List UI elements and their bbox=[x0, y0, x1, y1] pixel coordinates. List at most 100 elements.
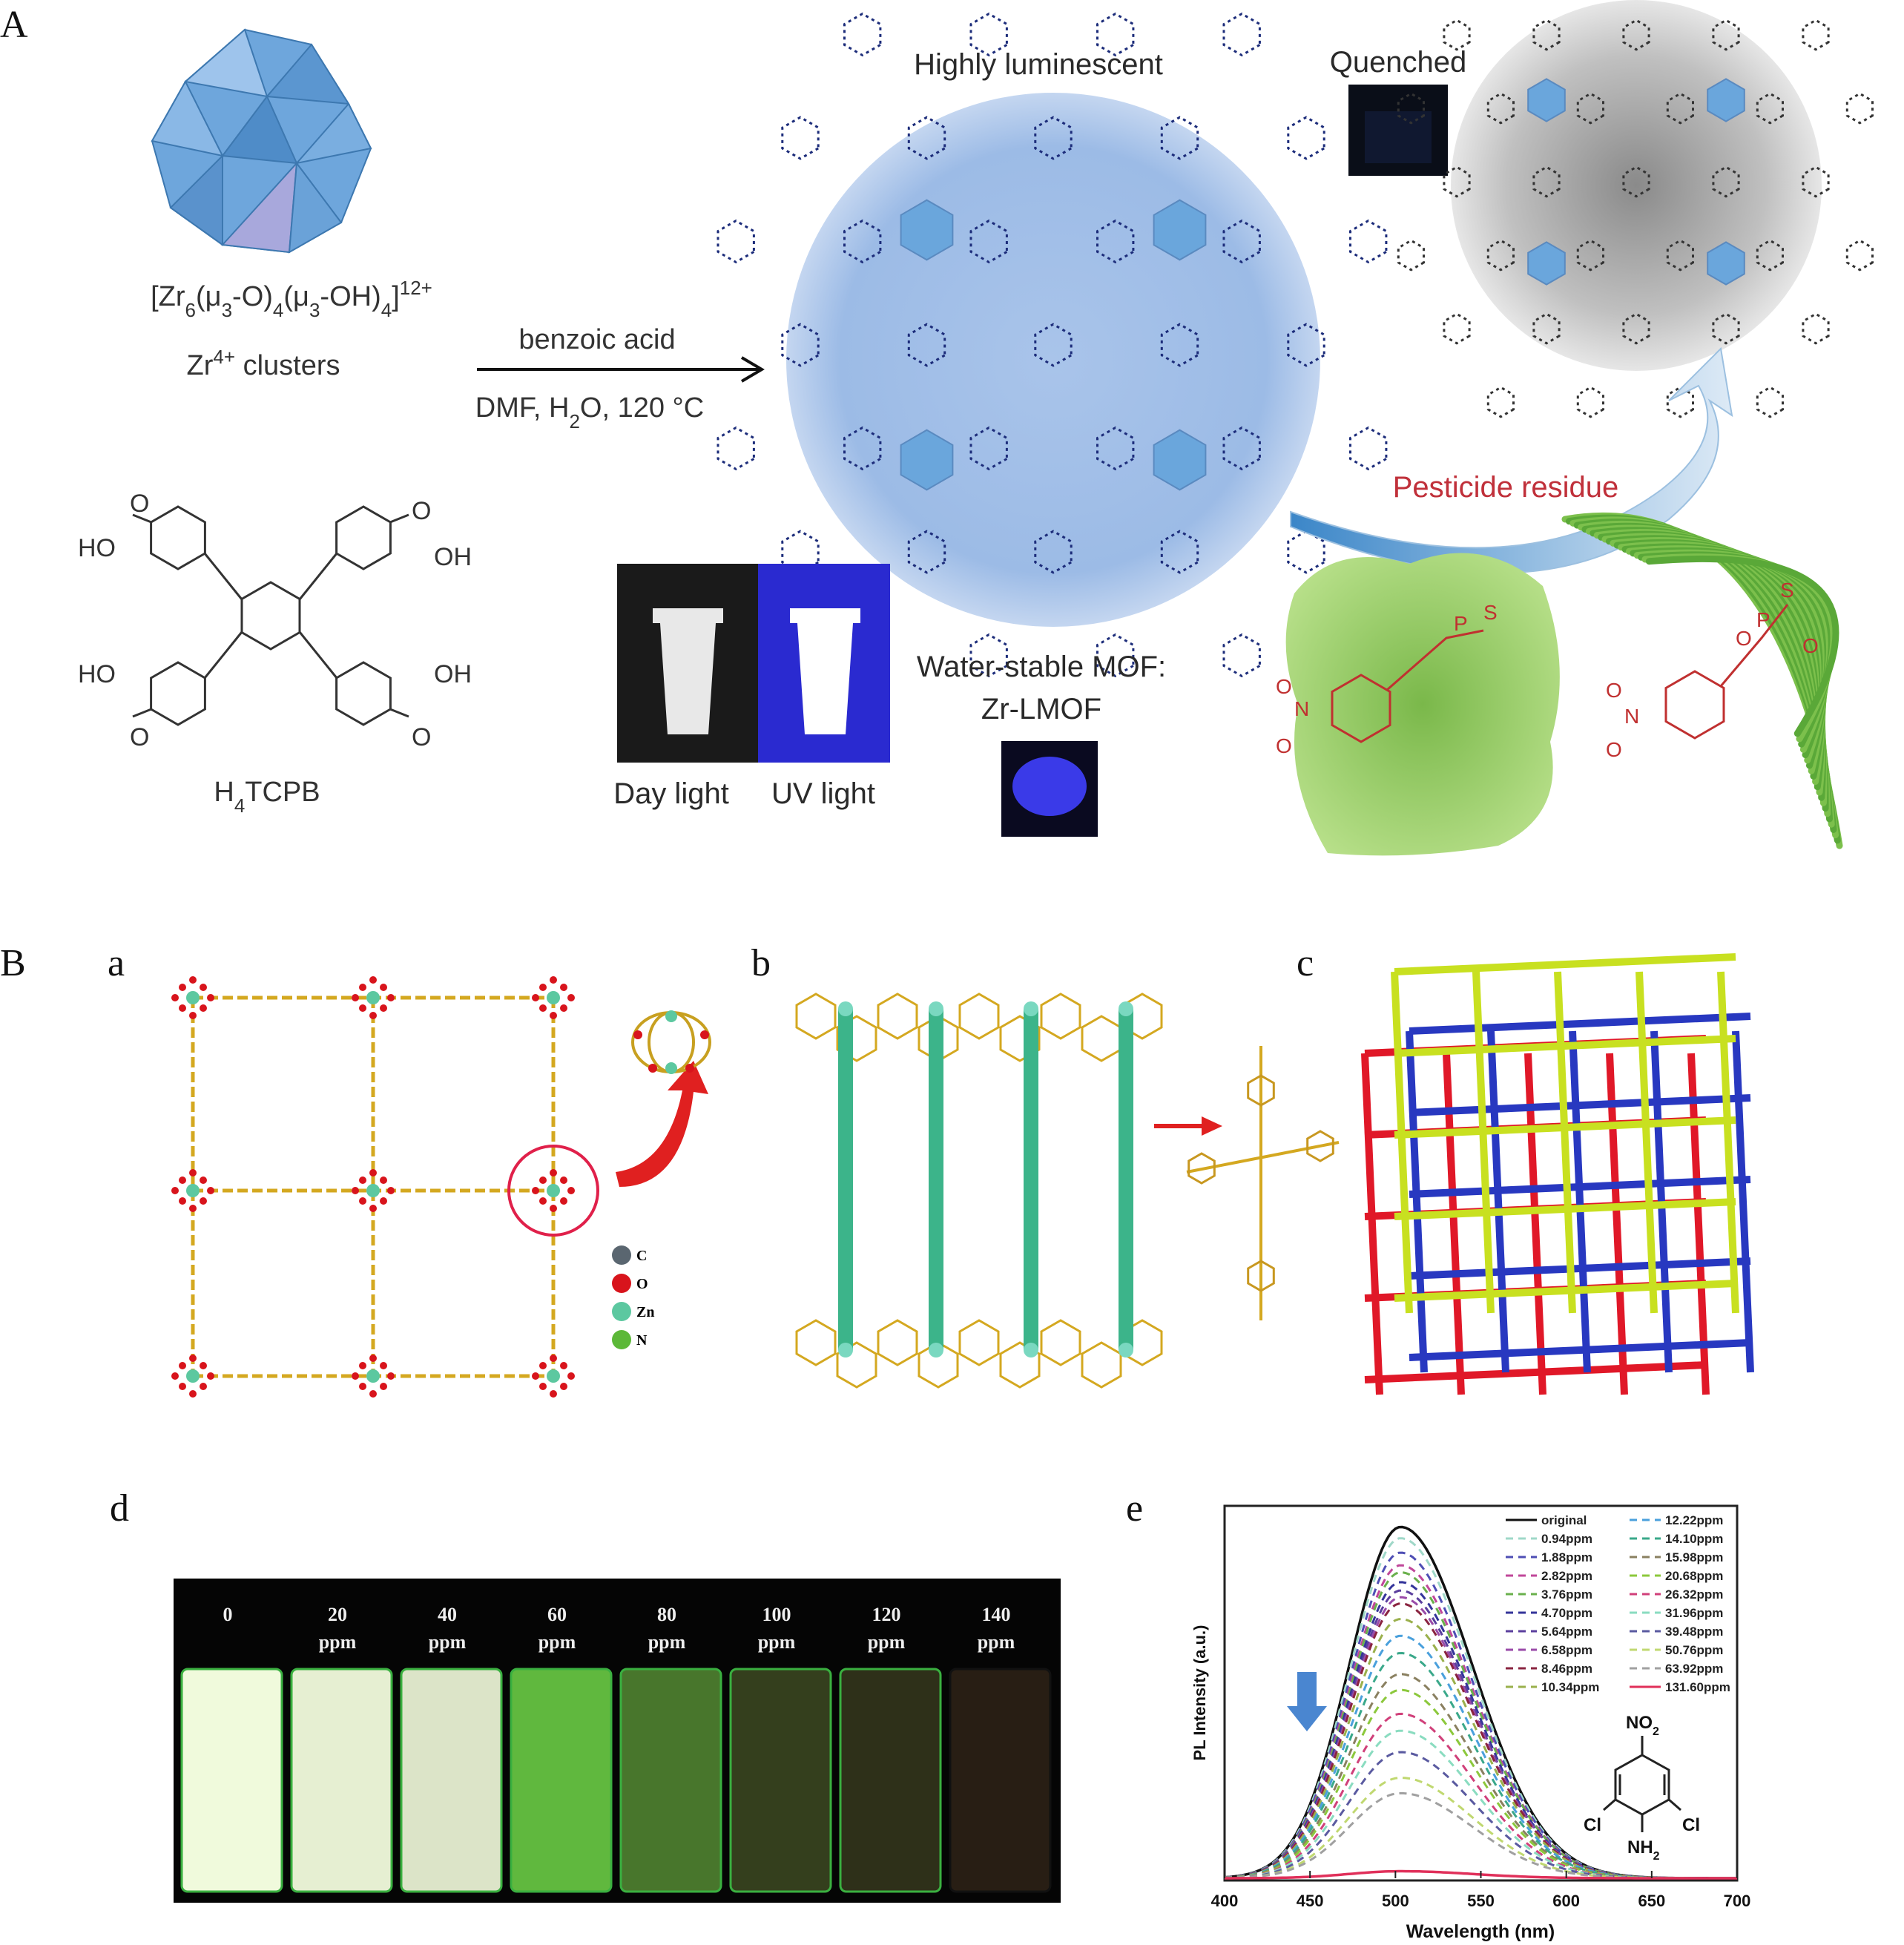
oxygen-atom bbox=[207, 994, 214, 1001]
oxygen-atom bbox=[550, 1390, 557, 1398]
bond bbox=[1719, 604, 1789, 687]
ring-bottom bbox=[918, 1341, 959, 1389]
pillar bbox=[838, 1009, 853, 1350]
ligand-arm bbox=[1186, 1141, 1340, 1174]
linker-ring bbox=[1486, 386, 1515, 418]
oxygen-atom bbox=[200, 984, 207, 991]
zr-cluster-node bbox=[900, 429, 954, 491]
zn-node bbox=[186, 1184, 200, 1197]
linker-ring bbox=[1222, 633, 1261, 678]
linker-ring bbox=[907, 323, 946, 367]
oxygen-atom bbox=[189, 1355, 197, 1362]
linker-ring bbox=[1034, 530, 1073, 574]
svg-text:O: O bbox=[130, 723, 149, 751]
framework-strut bbox=[1394, 1116, 1736, 1139]
linker-ring bbox=[1666, 239, 1694, 271]
green-beans-image bbox=[1561, 513, 1843, 849]
linker-groups: HO OH HO OH O O O O bbox=[78, 490, 472, 751]
vial-unit: ppm bbox=[758, 1631, 796, 1653]
vial-concentration: 60 bbox=[547, 1604, 567, 1625]
nitrophenyl-ring bbox=[1664, 670, 1725, 740]
linker-ring bbox=[1096, 219, 1135, 264]
svg-text:OH: OH bbox=[434, 660, 472, 688]
oxygen-atom bbox=[352, 1187, 359, 1194]
svg-text:Cl: Cl bbox=[1584, 1815, 1601, 1835]
svg-text:OH: OH bbox=[434, 543, 472, 571]
oxygen-atom bbox=[380, 1197, 387, 1205]
down-arrow-icon bbox=[1287, 1672, 1327, 1731]
oxygen-atom bbox=[179, 1197, 186, 1205]
vial bbox=[949, 1668, 1052, 1893]
svg-text:HO: HO bbox=[78, 660, 116, 688]
legend-label: 31.96ppm bbox=[1665, 1606, 1723, 1620]
panel-label-d: d bbox=[110, 1487, 129, 1530]
analyte-atom-labels: NO2 Cl Cl NH2 bbox=[1584, 1713, 1700, 1863]
framework-strut bbox=[1364, 1361, 1707, 1383]
linker-ring bbox=[843, 426, 882, 471]
legend-item-c: C bbox=[612, 1245, 647, 1265]
legend-item-n: N bbox=[612, 1330, 648, 1349]
oxygen-atom bbox=[369, 1012, 377, 1019]
zr-cluster-node bbox=[900, 199, 954, 261]
oxygen-atom bbox=[359, 1176, 366, 1184]
linker-ring bbox=[1802, 19, 1830, 51]
highlight-circle bbox=[507, 1145, 599, 1237]
pillar bbox=[1119, 1009, 1133, 1350]
framework-strut bbox=[1635, 971, 1658, 1314]
linker-ring bbox=[843, 219, 882, 264]
oxygen-atom bbox=[380, 1176, 387, 1184]
linker-label: H4TCPB bbox=[214, 777, 320, 817]
oxygen-atom bbox=[369, 1205, 377, 1212]
oxygen-atom bbox=[550, 1355, 557, 1362]
oxygen-atom bbox=[352, 1372, 359, 1380]
linker-ring bbox=[717, 426, 755, 471]
framework-strut bbox=[1394, 1280, 1736, 1302]
linker-ring bbox=[1397, 239, 1425, 271]
linker-ring bbox=[1397, 92, 1425, 125]
linker-ring bbox=[1712, 312, 1740, 345]
x-tick-label: 450 bbox=[1297, 1892, 1324, 1910]
svg-text:N: N bbox=[1624, 705, 1639, 728]
series-line-14.10ppm bbox=[1224, 1651, 1737, 1880]
vial-photos-day-uv bbox=[617, 564, 890, 763]
panel-a-2d-grid-structure bbox=[171, 976, 575, 1398]
legend-label: 5.64ppm bbox=[1541, 1625, 1592, 1639]
linker-ring bbox=[1443, 19, 1471, 51]
oxygen-atom bbox=[380, 1362, 387, 1369]
ring-top bbox=[958, 993, 1000, 1040]
linker-ring bbox=[1712, 19, 1740, 51]
linker-ring bbox=[1845, 239, 1874, 271]
oxygen-atom bbox=[369, 1355, 377, 1362]
panel-label-c: c bbox=[1297, 942, 1314, 984]
oxygen-atom bbox=[179, 1383, 186, 1390]
linker-ring bbox=[1802, 165, 1830, 198]
oxygen-atom bbox=[171, 994, 179, 1001]
linker-ring bbox=[1532, 165, 1561, 198]
zn-node bbox=[1024, 1343, 1038, 1357]
phenyl-ring bbox=[335, 505, 392, 570]
ligand-ring bbox=[1306, 1130, 1334, 1162]
legend-label: 4.70ppm bbox=[1541, 1606, 1592, 1620]
oxygen-atom bbox=[359, 1383, 366, 1390]
linker-ring bbox=[1287, 323, 1325, 367]
oxygen-atom bbox=[189, 976, 197, 984]
framework-strut bbox=[1554, 971, 1576, 1314]
legend-item-o: O bbox=[612, 1274, 648, 1293]
pesticide-structure-beans bbox=[1664, 604, 1789, 740]
quenched-mof-network bbox=[1397, 19, 1874, 418]
legend-label: 6.58ppm bbox=[1541, 1643, 1592, 1657]
zn-node bbox=[186, 1369, 200, 1383]
legend-label: 15.98ppm bbox=[1665, 1550, 1723, 1564]
oxygen-atom bbox=[539, 1004, 547, 1012]
oxygen-atom bbox=[387, 994, 395, 1001]
ring-top bbox=[877, 993, 918, 1040]
legend-label: 12.22ppm bbox=[1665, 1513, 1723, 1527]
x-tick-label: 650 bbox=[1638, 1892, 1665, 1910]
legend-label: original bbox=[1541, 1513, 1587, 1527]
framework-strut bbox=[1391, 971, 1413, 1314]
vial-concentration: 20 bbox=[328, 1604, 347, 1625]
svg-text:C: C bbox=[636, 1248, 647, 1264]
linker-ring bbox=[1622, 312, 1650, 345]
oxygen-atom bbox=[532, 994, 539, 1001]
svg-text:O: O bbox=[636, 1276, 648, 1292]
